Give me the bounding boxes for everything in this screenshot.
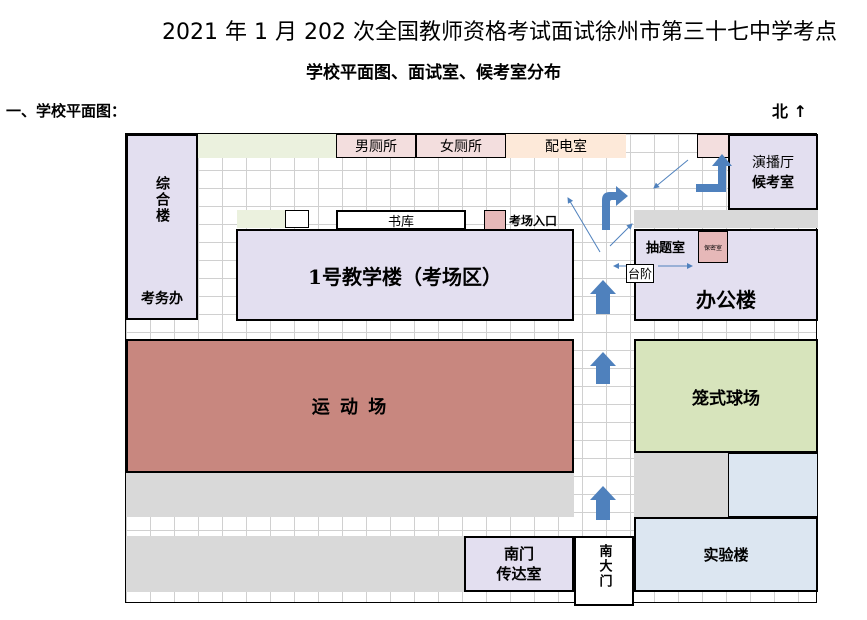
entry-marker <box>484 210 506 230</box>
up-arrow-icon <box>590 280 616 314</box>
steps-label: 台阶 <box>626 264 655 283</box>
blue-area <box>728 453 818 517</box>
book-storage: 书库 <box>336 210 466 230</box>
confidential-room-label: 保密室 <box>703 244 722 252</box>
south-gate: 南大门 <box>574 536 634 606</box>
womens-restroom: 女厕所 <box>416 134 506 158</box>
page-subtitle: 学校平面图、面试室、候考室分布 <box>306 63 561 83</box>
gray-strip-right <box>634 210 818 228</box>
exam-entrance-label: 考场入口 <box>509 214 558 228</box>
comprehensive-building: 综合楼 考务办 <box>126 134 198 320</box>
south-gate-guardroom: 南门 传达室 <box>464 536 574 592</box>
top-green-strip <box>198 134 336 158</box>
teaching-building-1: 1号教学楼（考场区） <box>236 229 574 321</box>
sports-field-label: 运 动 场 <box>311 397 389 418</box>
gray-area-left <box>126 473 574 517</box>
exam-affairs-office-label: 考务办 <box>141 291 183 307</box>
book-storage-label: 书库 <box>387 214 414 230</box>
green-strip-2 <box>237 210 285 228</box>
lab-building-label: 实验楼 <box>703 546 749 564</box>
auditorium-waiting-room: 演播厅 候考室 <box>728 134 818 210</box>
south-gate-label: 南大门 <box>596 544 612 589</box>
up-arrow-icon <box>590 486 616 520</box>
womens-restroom-label: 女厕所 <box>440 139 482 155</box>
cage-court-label: 笼式球场 <box>692 388 760 409</box>
north-indicator: 北 ↑ <box>772 102 807 121</box>
small-white-box <box>285 210 309 228</box>
office-building-label: 办公楼 <box>696 288 756 312</box>
gray-area-right <box>634 453 728 517</box>
power-room-label: 配电室 <box>545 139 587 155</box>
turn-right-up-arrow-icon <box>696 154 732 192</box>
section-heading: 一、学校平面图： <box>6 102 127 120</box>
comprehensive-building-label: 综合楼 <box>154 176 170 224</box>
mens-restroom-label: 男厕所 <box>355 139 397 155</box>
small-pink-box-top <box>697 134 729 158</box>
school-map: 男厕所 女厕所 配电室 综合楼 考务办 演播厅 候考室 书库 考场入口 1号教学… <box>125 133 818 606</box>
auditorium-label: 演播厅 <box>752 155 794 171</box>
mens-restroom: 男厕所 <box>336 134 416 158</box>
teaching-building-1-label: 1号教学楼（考场区） <box>308 264 502 289</box>
lab-building: 实验楼 <box>634 517 818 592</box>
sports-field: 运 动 场 <box>126 339 574 473</box>
up-arrow-icon <box>590 352 616 384</box>
south-gate-guardroom-label: 南门 传达室 <box>496 545 542 583</box>
question-draw-room-label: 抽题室 <box>646 241 686 256</box>
waiting-room-label: 候考室 <box>752 175 794 191</box>
turn-right-arrow-icon <box>602 186 628 230</box>
gray-area-bottom <box>126 536 464 592</box>
power-room: 配电室 <box>506 134 626 158</box>
confidential-room: 保密室 <box>698 231 728 263</box>
page-title: 2021 年 1 月 202 次全国教师资格考试面试徐州市第三十七中学考点 <box>162 20 837 45</box>
cage-court: 笼式球场 <box>634 339 818 453</box>
